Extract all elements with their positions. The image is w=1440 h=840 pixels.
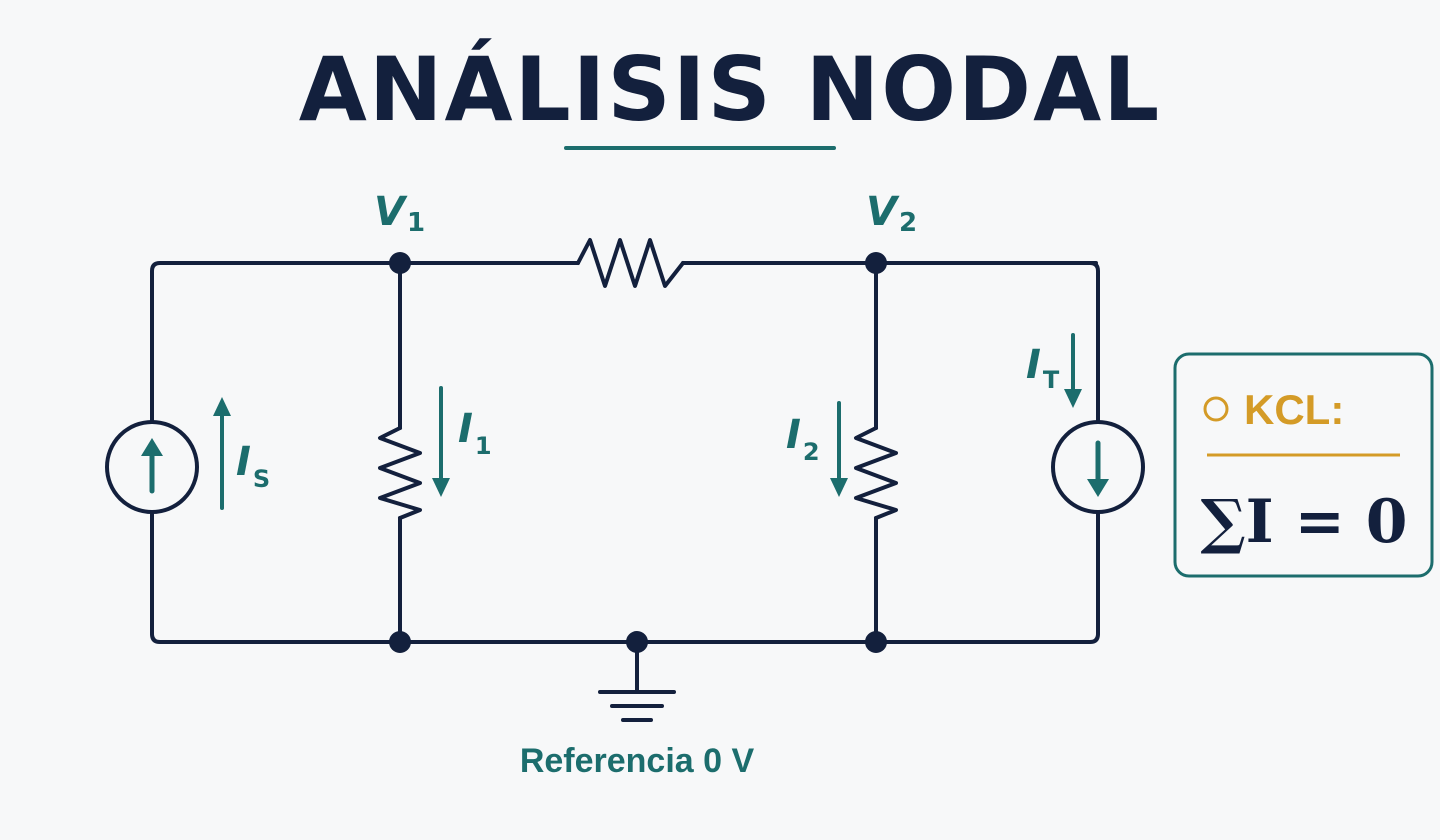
node-dot (865, 631, 887, 653)
node-label-v2: V2 (866, 189, 917, 238)
current-arrow-is (213, 397, 231, 510)
kcl-equation: ∑I = 0 (1200, 487, 1407, 557)
node-dot (389, 631, 411, 653)
ground-icon (598, 690, 676, 722)
current-arrow-i2 (830, 401, 848, 497)
kcl-panel: KCL: ∑I = 0 (1173, 352, 1434, 578)
current-label-is: IS (236, 439, 270, 493)
current-arrow-i1 (432, 386, 450, 497)
current-label-it: IT (1026, 342, 1060, 394)
page-title: ANÁLISIS NODAL (299, 38, 1162, 141)
circle-bullet-icon (1203, 396, 1229, 422)
circuit-wires (150, 261, 1100, 694)
resistor-icon (378, 426, 422, 520)
node-label-v1: V1 (374, 189, 425, 238)
node-dot (389, 252, 411, 274)
resistor-icon (576, 238, 685, 288)
resistor-icon (854, 426, 898, 520)
node-dot (626, 631, 648, 653)
current-source-icon (1051, 420, 1145, 514)
current-label-i1: I1 (458, 406, 492, 460)
current-source-icon (105, 420, 199, 514)
current-arrow-it (1064, 333, 1082, 408)
reference-label: Referencia 0 V (520, 742, 755, 780)
current-label-i2: I2 (786, 412, 820, 466)
node-dot (865, 252, 887, 274)
kcl-title: KCL: (1244, 386, 1344, 433)
